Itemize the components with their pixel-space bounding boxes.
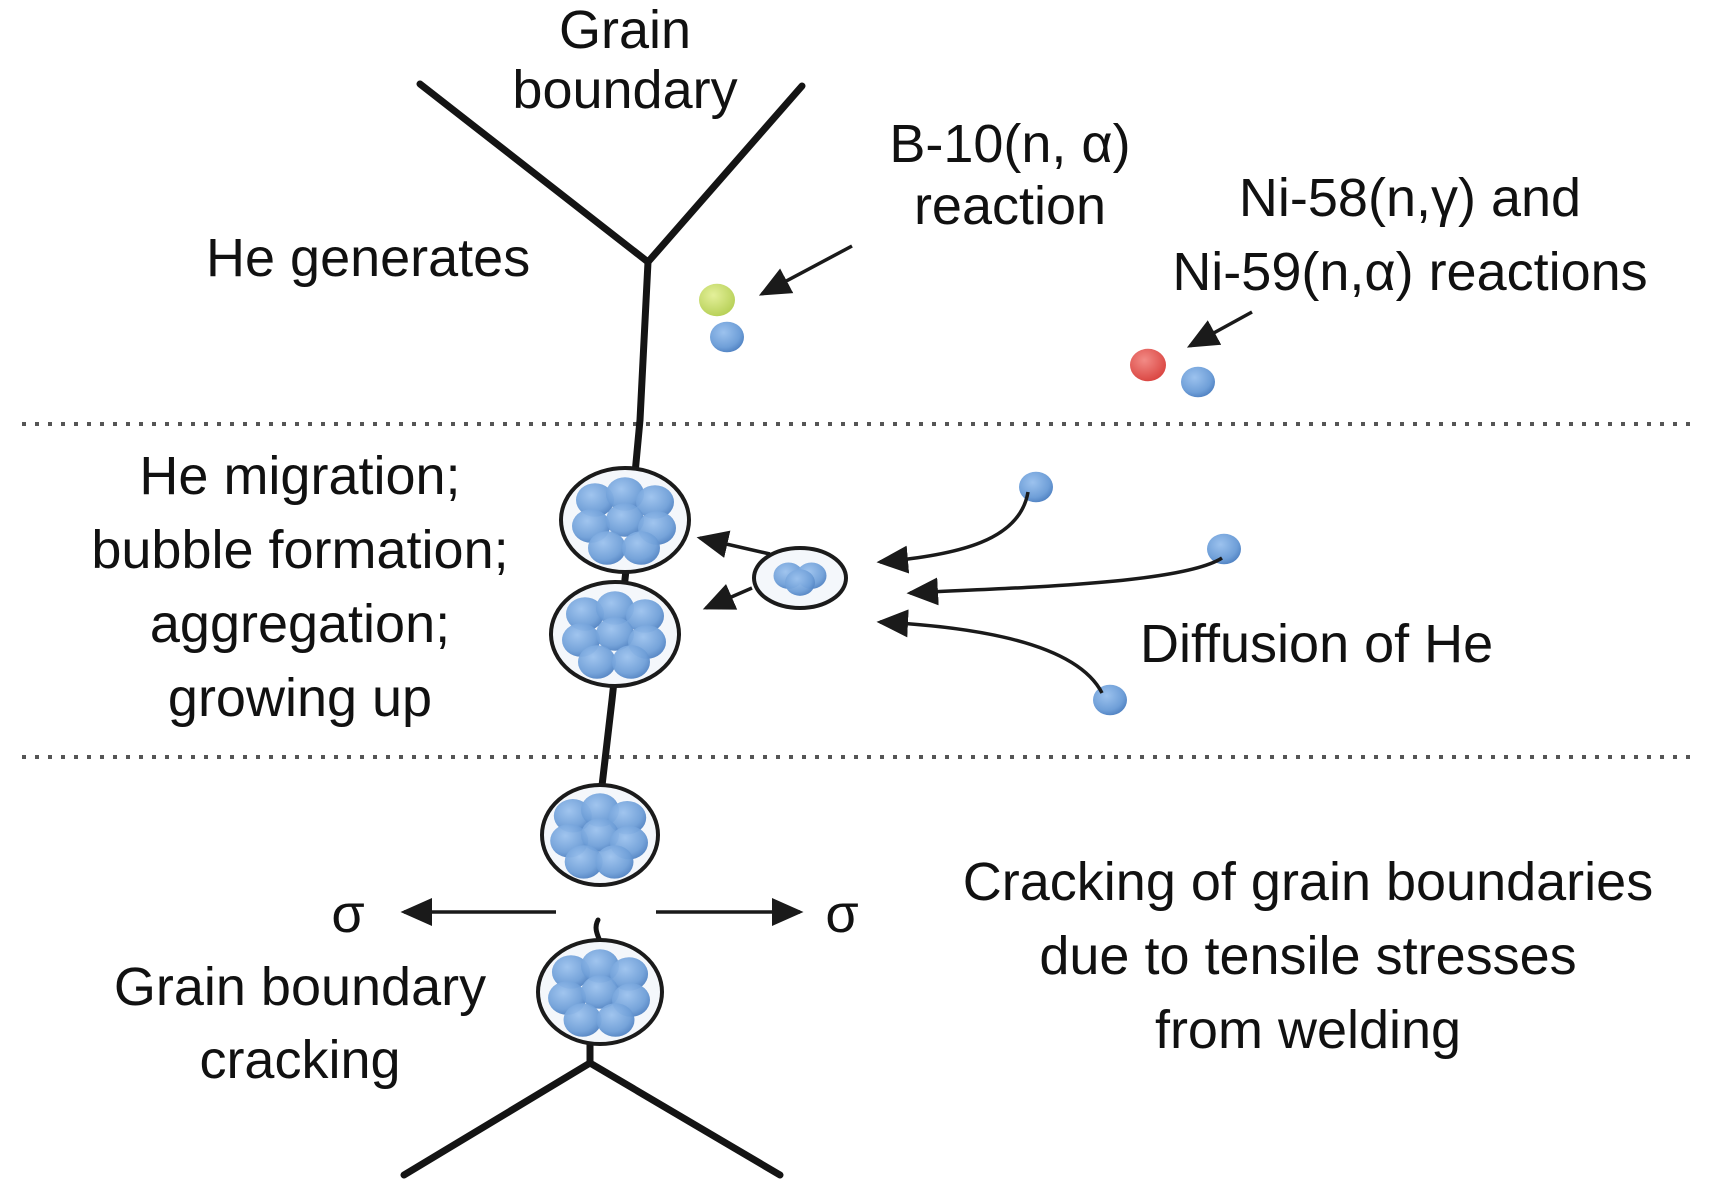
merge-arrow-upper [696, 530, 771, 558]
welding-label-line2: due to tensile stresses [1039, 926, 1576, 986]
welding-label-line1: Cracking of grain boundaries [963, 852, 1653, 912]
helium-atom-icon [564, 845, 603, 879]
labels: Grain boundary B-10(n, α) reaction Ni-58… [91, 0, 1653, 1090]
helium-atom-icon [588, 531, 626, 565]
b10-reaction-label-line1: B-10(n, α) [889, 114, 1130, 174]
grain-boundary-branch-right-top [644, 82, 806, 266]
grain-boundary-branch-right-bottom [586, 1059, 784, 1179]
diffusion-arrow-3 [876, 609, 1104, 694]
helium-atom-icon [622, 531, 660, 565]
helium-atom-icon [1181, 366, 1215, 398]
helium-atom-icon [710, 321, 744, 353]
helium-atom-icon [1019, 471, 1053, 503]
bubbles-layer [536, 466, 848, 1046]
helium-atom-icon [606, 477, 644, 511]
helium-atom-icon [566, 597, 604, 631]
helium-atom-icon [581, 949, 619, 983]
helium-atom-icon [636, 485, 674, 519]
migration-label-line3: aggregation; [150, 594, 450, 654]
helium-atom-icon [612, 645, 650, 679]
arrows [400, 244, 1253, 926]
helium-atom-icon [581, 818, 619, 852]
grain-boundary-branch-left-bottom [400, 1059, 594, 1179]
ni-reaction-label-line2: Ni-59(n,α) reactions [1172, 242, 1647, 302]
grain-boundary-label-line1: Grain [559, 0, 691, 60]
sigma-left-label: σ [331, 884, 364, 944]
helium-atom-icon [785, 569, 815, 596]
helium-atom-icon [578, 645, 616, 679]
helium-atom-icon [626, 599, 664, 633]
diffusion-label: Diffusion of He [1140, 614, 1493, 674]
sigma-right-label: σ [825, 884, 858, 944]
diffusion-arrow-2 [906, 556, 1223, 606]
boron-atom-icon [699, 283, 735, 317]
helium-atom-icon [563, 1003, 602, 1037]
gb-cracking-label-line2: cracking [199, 1030, 400, 1090]
ni-reaction-label-line1: Ni-58(n,γ) and [1239, 168, 1581, 228]
migration-label-line1: He migration; [139, 446, 460, 506]
helium-atom-icon [610, 957, 649, 991]
he-bubble-crack-lower [536, 938, 664, 1046]
ni-pointer-arrow [1186, 310, 1253, 348]
helium-atom-icon [606, 503, 644, 537]
he-bubble-lower [549, 580, 681, 688]
he-bubble-small [752, 546, 848, 610]
helium-atom-icon [1207, 533, 1241, 565]
helium-atom-icon [596, 1003, 635, 1037]
helium-atom-icon [551, 955, 590, 989]
merge-arrow-lower [702, 583, 753, 610]
he-bubble-upper [559, 466, 691, 574]
grain-boundary-branch-left-top [416, 80, 652, 266]
migration-label-line4: growing up [168, 668, 432, 728]
helium-atom-icon [595, 845, 634, 879]
helium-atom-icon [581, 975, 619, 1009]
helium-atom-icon [596, 617, 634, 651]
he-generates-label: He generates [206, 228, 530, 288]
grain-boundary-label-line2: boundary [512, 60, 737, 120]
migration-label-line2: bubble formation; [91, 520, 508, 580]
helium-atom-icon [608, 800, 647, 835]
diffusion-arrow-1 [876, 491, 1030, 574]
b10-reaction-label-line2: reaction [914, 176, 1106, 236]
helium-atom-icon [596, 591, 634, 625]
nickel-atom-icon [1130, 348, 1166, 382]
welding-label-line3: from welding [1155, 1000, 1461, 1060]
b10-pointer-arrow [758, 244, 853, 296]
helium-atom-icon [576, 483, 614, 517]
gb-cracking-label-line1: Grain boundary [114, 957, 486, 1017]
he-bubble-crack-upper [540, 783, 660, 887]
